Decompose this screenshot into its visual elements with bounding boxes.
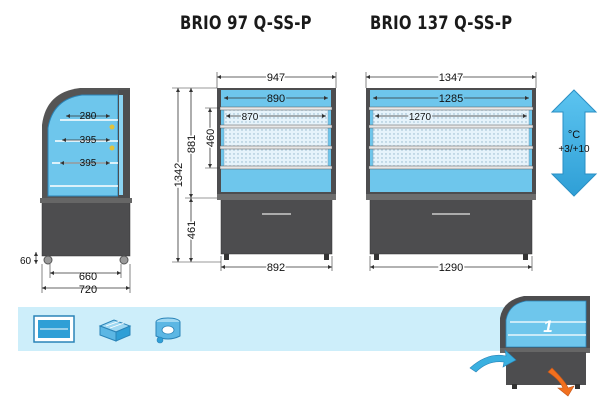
product-base <box>506 352 586 385</box>
front-view-brio-97: 947 890 870 1342 881 461 460 892 <box>172 71 337 276</box>
shelf-clip-icon <box>109 124 115 130</box>
shelf-width-label: 890 <box>267 93 285 105</box>
refrigeration-unit-icon <box>98 319 132 342</box>
side-view: 280 395 395 60 660 720 <box>20 88 132 296</box>
front-view-brio-137: 1347 1285 1270 1290 <box>365 71 537 276</box>
inner-depth-label: 660 <box>79 271 97 283</box>
base-width-label: 892 <box>267 262 285 274</box>
outer-width-label: 1347 <box>439 72 463 84</box>
total-depth-label: 720 <box>79 284 97 296</box>
feature-band <box>18 307 518 351</box>
cabinet-base <box>220 195 333 255</box>
inner-width-label: 1270 <box>409 112 432 123</box>
inner-width-label: 870 <box>242 112 259 123</box>
upper-height-label: 881 <box>186 135 198 153</box>
caster-wheel-icon <box>43 255 53 265</box>
temperature-range: +3/+10 <box>558 144 590 155</box>
model-title-brio-97: BRIO 97 Q-SS-P <box>180 12 312 34</box>
shelf-width-label: 1285 <box>439 93 463 105</box>
compressor-fan-icon <box>155 317 181 344</box>
temperature-range-arrow: °C +3/+10 <box>550 89 598 197</box>
foot-height-label: 60 <box>20 256 32 267</box>
cabinet-base <box>369 195 533 255</box>
outer-width-label: 947 <box>267 72 285 84</box>
shelf-depth-label: 395 <box>80 135 97 146</box>
shelf-depth-label: 280 <box>80 111 97 122</box>
airflow-arrow-icon <box>469 349 517 373</box>
temperature-unit: °C <box>568 129 580 141</box>
ventilated-display-icon <box>33 315 75 343</box>
shelf-depth-label: 395 <box>80 158 97 169</box>
total-height-label: 1342 <box>173 163 185 187</box>
caster-wheel-icon <box>119 255 129 265</box>
product-illustration: 1 <box>469 296 590 397</box>
base-width-label: 1290 <box>439 262 463 274</box>
display-height-label: 460 <box>205 129 217 147</box>
side-base <box>41 199 131 257</box>
base-height-label: 461 <box>186 221 198 239</box>
airflow-arrow-icon <box>547 367 575 397</box>
model-number-badge: 1 <box>543 317 552 336</box>
model-title-brio-137: BRIO 137 Q-SS-P <box>370 12 513 34</box>
shelf-clip-icon <box>109 145 115 151</box>
